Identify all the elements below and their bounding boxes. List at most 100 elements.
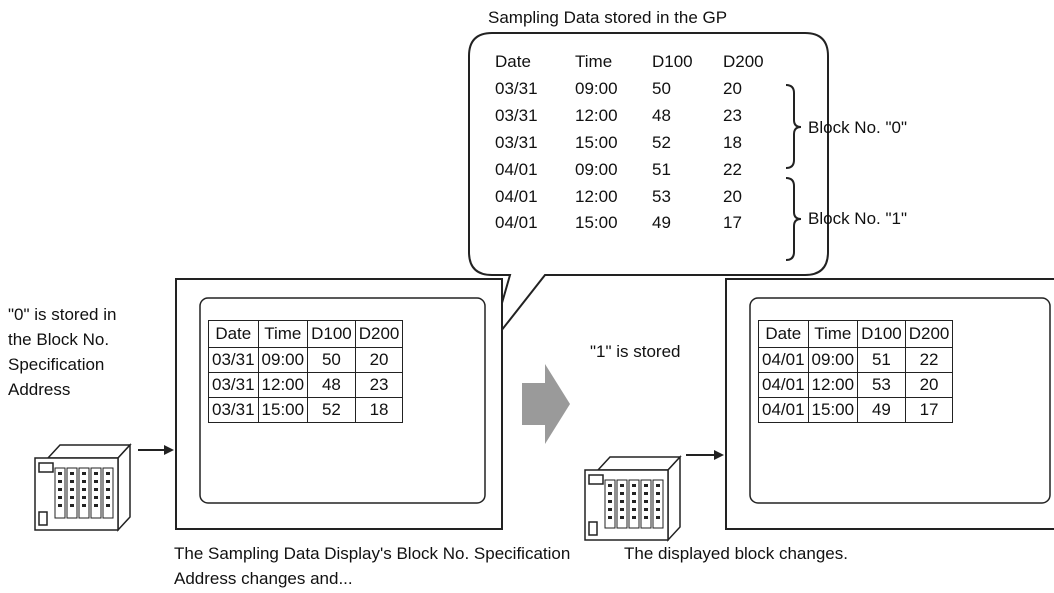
- table-row: 04/01 12:00 53 20: [758, 372, 954, 398]
- left-connection-arrow: [138, 445, 174, 455]
- callout-title: Sampling Data stored in the GP: [488, 8, 728, 27]
- table-row: 03/31 15:00 52 18: [495, 130, 783, 157]
- left-note-line: Specification: [8, 355, 105, 374]
- cell-d200: 22: [723, 159, 742, 179]
- table-row: 03/31 09:00 50 20: [208, 347, 404, 373]
- header-date: Date: [208, 320, 259, 348]
- cell-time: 15:00: [575, 213, 618, 233]
- brace-block-0: [785, 84, 802, 169]
- header-d100: D100: [307, 320, 356, 348]
- cell-d200: 20: [904, 372, 954, 398]
- cell-time: 15:00: [807, 397, 859, 423]
- header-d200: D200: [354, 320, 404, 348]
- cell-d100: 49: [857, 397, 906, 423]
- cell-time: 12:00: [807, 372, 859, 398]
- cell-date: 04/01: [758, 397, 809, 423]
- right-connection-arrow: [686, 450, 724, 460]
- table-header-row: Date Time D100 D200: [495, 48, 783, 76]
- left-note-line: "0" is stored in: [8, 305, 117, 324]
- cell-date: 04/01: [495, 213, 538, 233]
- cell-date: 04/01: [758, 372, 809, 398]
- cell-date: 03/31: [208, 397, 259, 423]
- cell-d100: 51: [652, 159, 671, 179]
- right-plc-icon: [584, 455, 682, 542]
- header-d200: D200: [904, 320, 954, 348]
- header-time: Time: [807, 320, 859, 348]
- cell-time: 12:00: [575, 106, 618, 126]
- table-row: 03/31 15:00 52 18: [208, 397, 404, 423]
- cell-d200: 17: [904, 397, 954, 423]
- left-note: "0" is stored in the Block No. Specifica…: [8, 302, 116, 402]
- table-row: 03/31 12:00 48 23: [208, 372, 404, 398]
- block-0-label: Block No. "0": [808, 118, 907, 137]
- left-note-line: Address: [8, 380, 71, 399]
- table-row: 04/01 15:00 49 17: [758, 397, 954, 423]
- cell-time: 15:00: [575, 132, 618, 152]
- left-plc-icon: [34, 443, 132, 532]
- block-1-label: Block No. "1": [808, 209, 907, 228]
- cell-d200: 17: [723, 213, 742, 233]
- table-row: 04/01 09:00 51 22: [495, 156, 783, 183]
- cell-d100: 48: [652, 106, 671, 126]
- table-row: 04/01 15:00 49 17: [495, 210, 783, 237]
- cell-d200: 18: [723, 132, 742, 152]
- cell-d100: 52: [307, 397, 356, 423]
- header-d200: D200: [723, 52, 764, 71]
- cell-d100: 50: [652, 79, 671, 99]
- cell-d100: 48: [307, 372, 356, 398]
- right-note: "1" is stored: [590, 342, 681, 361]
- header-time: Time: [257, 320, 309, 348]
- cell-d100: 50: [307, 347, 356, 373]
- header-d100: D100: [652, 52, 693, 71]
- table-row: 04/01 12:00 53 20: [495, 183, 783, 210]
- cell-d200: 18: [354, 397, 404, 423]
- header-time: Time: [575, 52, 613, 71]
- left-display-inner: [199, 297, 486, 504]
- cell-d100: 53: [857, 372, 906, 398]
- cell-date: 03/31: [208, 372, 259, 398]
- cell-date: 03/31: [208, 347, 259, 373]
- left-caption-line: Address changes and...: [174, 569, 353, 588]
- transition-arrow: [522, 364, 570, 444]
- cell-d200: 23: [723, 106, 742, 126]
- cell-d200: 20: [723, 79, 742, 99]
- left-screen-table: Date Time D100 D200 03/31 09:00 50 20 03…: [208, 320, 404, 423]
- cell-time: 09:00: [575, 159, 618, 179]
- header-date: Date: [495, 52, 531, 71]
- left-note-line: the Block No.: [8, 330, 110, 349]
- callout-bubble: [468, 32, 829, 346]
- cell-d200: 22: [904, 347, 954, 373]
- cell-date: 04/01: [495, 186, 538, 206]
- header-date: Date: [758, 320, 809, 348]
- left-caption-line: The Sampling Data Display's Block No. Sp…: [174, 544, 571, 563]
- cell-d100: 51: [857, 347, 906, 373]
- cell-d200: 23: [354, 372, 404, 398]
- table-header-row: Date Time D100 D200: [208, 320, 404, 348]
- cell-time: 12:00: [575, 186, 618, 206]
- table-row: 03/31 09:00 50 20: [495, 76, 783, 103]
- cell-date: 03/31: [495, 132, 538, 152]
- cell-d100: 52: [652, 132, 671, 152]
- right-caption: The displayed block changes.: [624, 544, 848, 563]
- cell-time: 09:00: [575, 79, 618, 99]
- table-row: 03/31 12:00 48 23: [495, 103, 783, 130]
- table-row: 04/01 09:00 51 22: [758, 347, 954, 373]
- cell-date: 04/01: [495, 159, 538, 179]
- cell-time: 12:00: [257, 372, 309, 398]
- cell-d200: 20: [354, 347, 404, 373]
- cell-time: 09:00: [807, 347, 859, 373]
- cell-time: 15:00: [257, 397, 309, 423]
- cell-date: 04/01: [758, 347, 809, 373]
- cell-d100: 49: [652, 213, 671, 233]
- cell-date: 03/31: [495, 106, 538, 126]
- right-screen-table: Date Time D100 D200 04/01 09:00 51 22 04…: [758, 320, 954, 423]
- callout-sampling-table: Date Time D100 D200 03/31 09:00 50 20 03…: [495, 48, 783, 237]
- right-display-inner: [749, 297, 1051, 504]
- cell-d200: 20: [723, 186, 742, 206]
- table-header-row: Date Time D100 D200: [758, 320, 954, 348]
- brace-block-1: [785, 177, 802, 261]
- cell-d100: 53: [652, 186, 671, 206]
- left-caption: The Sampling Data Display's Block No. Sp…: [174, 541, 570, 591]
- cell-time: 09:00: [257, 347, 309, 373]
- cell-date: 03/31: [495, 79, 538, 99]
